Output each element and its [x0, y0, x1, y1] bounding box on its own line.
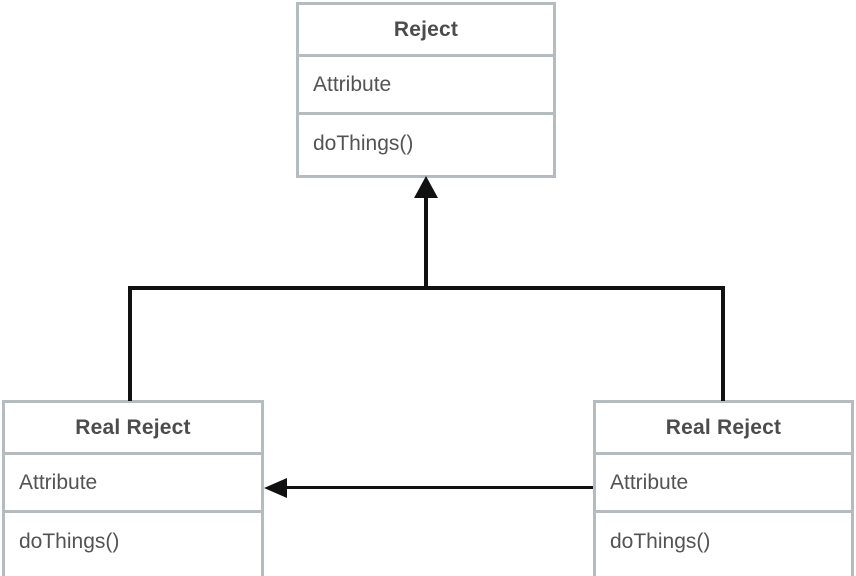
class-method-real-reject-left: doThings() — [19, 530, 120, 553]
generalization-stem — [424, 196, 428, 290]
class-attribute-reject: Attribute — [299, 57, 553, 115]
class-attribute-real-reject-left: Attribute — [5, 455, 261, 513]
association-line — [280, 486, 593, 489]
class-box-real-reject-left[interactable]: Real Reject Attribute doThings() — [2, 400, 264, 576]
class-name-reject: Reject — [299, 5, 553, 57]
generalization-drop-right — [721, 286, 725, 401]
class-method-real-reject-right: doThings() — [610, 530, 711, 553]
class-attribute-real-reject-right: Attribute — [596, 455, 851, 513]
class-name-real-reject-right: Real Reject — [596, 403, 851, 455]
class-name-real-reject-left: Real Reject — [5, 403, 261, 455]
generalization-drop-left — [128, 286, 132, 401]
class-box-reject[interactable]: Reject Attribute doThings() — [296, 2, 556, 178]
class-method-reject: doThings() — [313, 132, 414, 155]
generalization-arrow-icon — [414, 176, 438, 198]
class-box-real-reject-right[interactable]: Real Reject Attribute doThings() — [593, 400, 854, 576]
association-arrow-icon — [264, 478, 287, 498]
